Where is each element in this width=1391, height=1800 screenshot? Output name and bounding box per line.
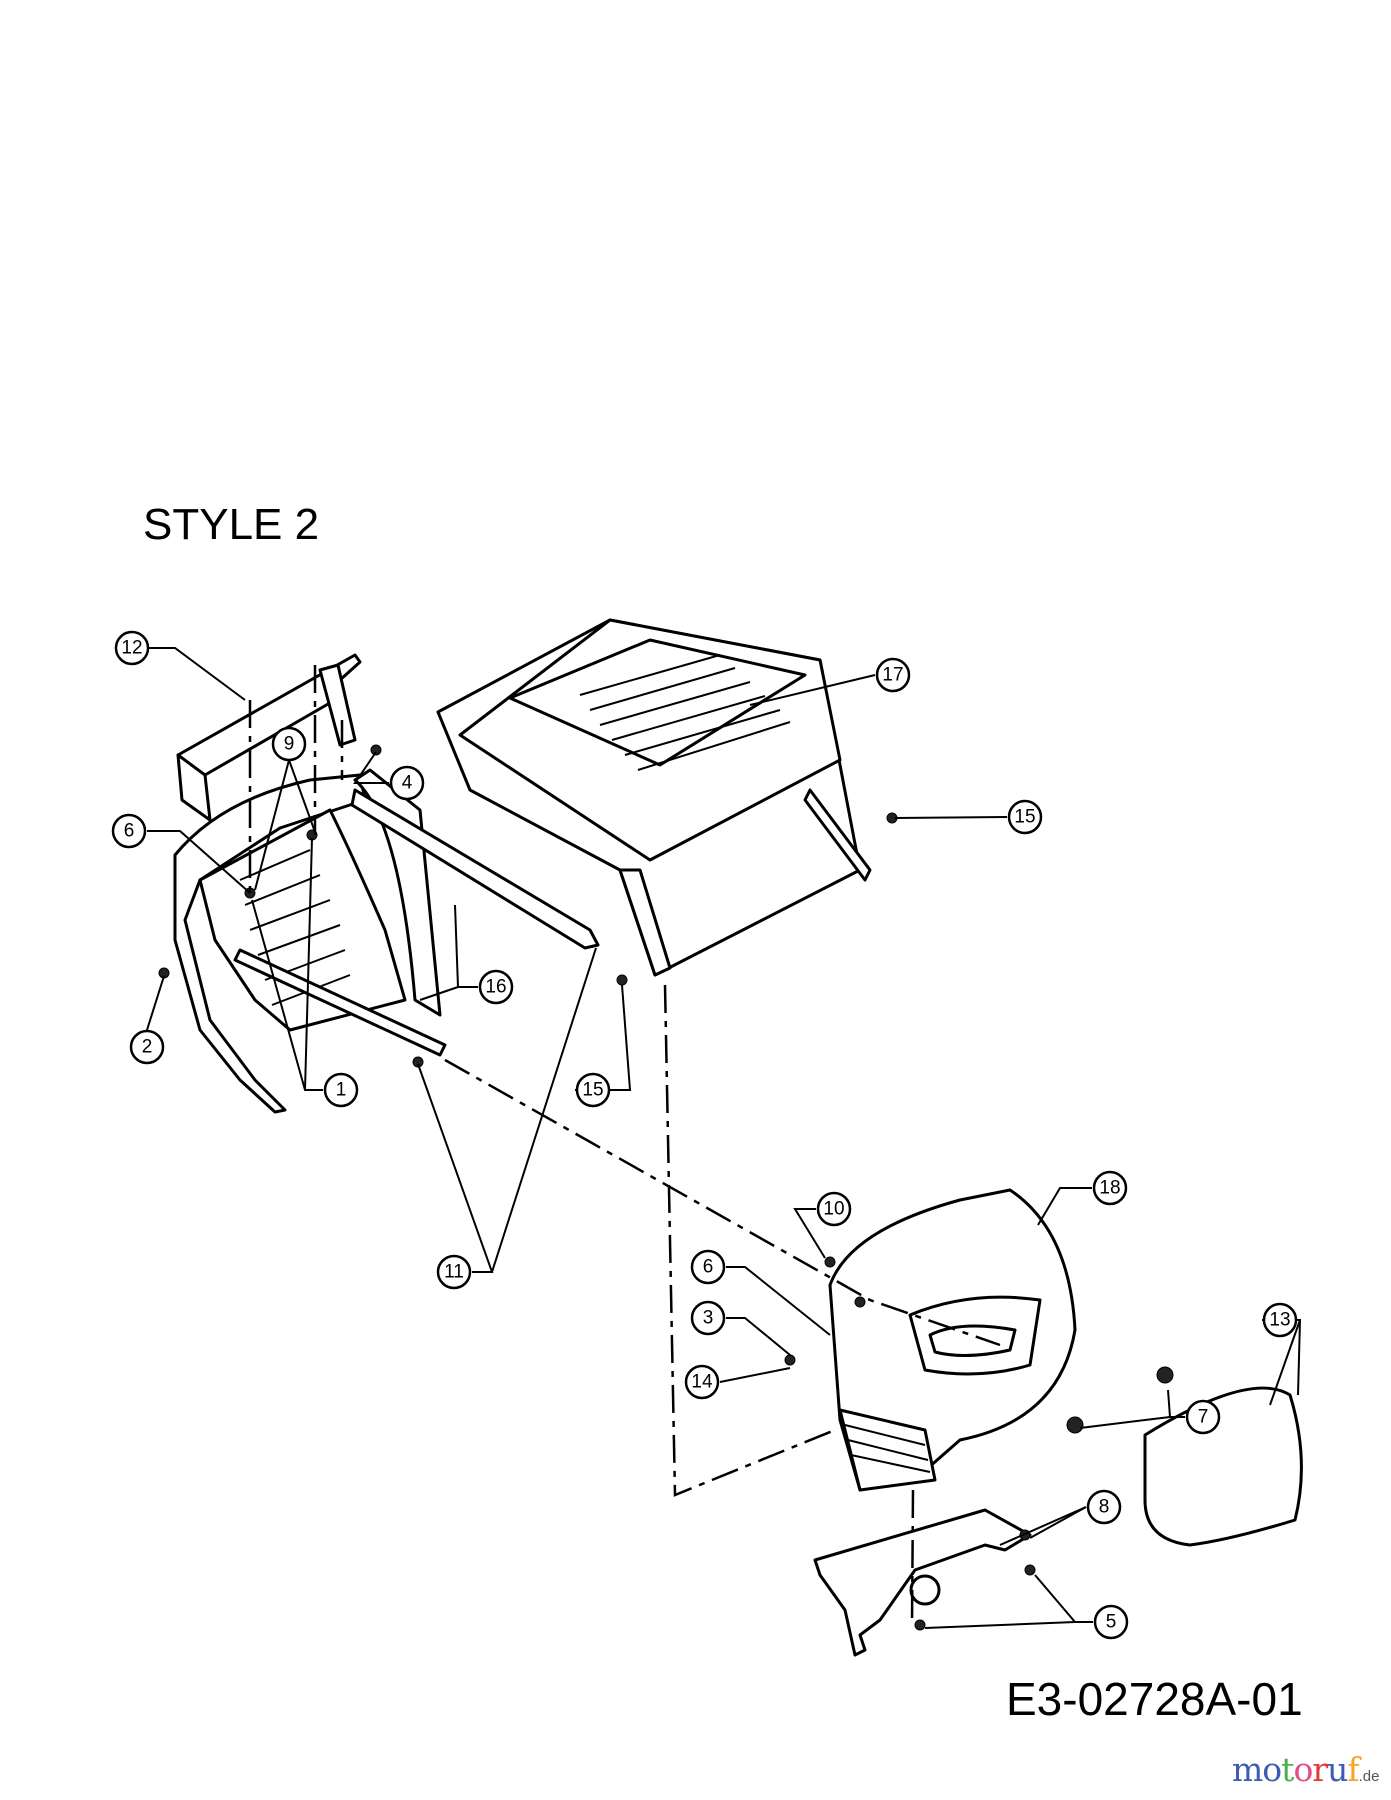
svg-text:9: 9 [284,734,295,755]
svg-text:15: 15 [1014,807,1035,828]
svg-text:18: 18 [1099,1178,1120,1199]
svg-text:13: 13 [1269,1310,1290,1331]
motoruf-logo: motoruf.de [1232,1750,1379,1789]
diagram-code: E3-02728A-01 [1006,1673,1303,1725]
svg-text:5: 5 [1106,1612,1117,1633]
callout-7: 7 [1185,1399,1221,1435]
callout-15: 15 [575,1072,611,1108]
callout-17: 17 [875,657,911,693]
svg-text:12: 12 [121,638,142,659]
svg-text:17: 17 [882,665,903,686]
logo-letter: f [1347,1750,1359,1789]
svg-text:4: 4 [402,773,413,794]
callout-3: 3 [690,1300,726,1336]
headlight-lens-part-13 [1143,1386,1303,1547]
callout-15: 15 [1007,799,1043,835]
logo-letter: m [1232,1750,1263,1789]
svg-text:14: 14 [691,1372,713,1393]
front-nose-part-18 [828,1188,1077,1492]
style-title: STYLE 2 [143,500,320,549]
callout-2: 2 [129,1029,165,1065]
hood-part-17 [436,618,872,977]
callouts: 12 9 4 6 2 1 16 17 15 15 11 18 10 6 3 14 7 13 8 5 [111,630,1298,1640]
callout-14: 14 [684,1364,720,1400]
support-rods-part-16 [233,788,600,1057]
callout-5: 5 [1093,1604,1129,1640]
logo-letter: o [1293,1750,1313,1789]
svg-text:10: 10 [823,1199,844,1220]
callout-16: 16 [478,969,514,1005]
grille-slots [239,849,351,1006]
svg-text:7: 7 [1198,1407,1209,1428]
svg-text:3: 3 [703,1308,714,1329]
assembly-lines [248,665,1001,1626]
logo-letter: r [1312,1750,1328,1789]
callout-11: 11 [436,1254,472,1290]
svg-text:6: 6 [703,1257,714,1278]
callout-8: 8 [1086,1489,1122,1525]
callout-10: 10 [816,1191,852,1227]
logo-letter: o [1262,1750,1282,1789]
leader-lines [146,647,1302,1629]
svg-text:6: 6 [124,821,135,842]
logo-letter: u [1327,1750,1348,1789]
svg-text:8: 8 [1099,1497,1110,1518]
callout-13: 13 [1262,1302,1298,1338]
callout-6: 6 [111,813,147,849]
logo-tld: .de [1358,1768,1380,1785]
svg-text:11: 11 [444,1262,464,1283]
callout-1: 1 [323,1072,359,1108]
callout-9: 9 [271,726,307,762]
callout-6: 6 [690,1249,726,1285]
callout-12: 12 [114,630,150,666]
svg-text:16: 16 [485,977,506,998]
callout-4: 4 [389,765,425,801]
mounting-bracket [813,1508,1032,1657]
svg-text:15: 15 [582,1080,603,1101]
svg-text:1: 1 [336,1080,347,1101]
logo-letter: t [1281,1750,1294,1789]
callout-18: 18 [1092,1170,1128,1206]
svg-text:2: 2 [142,1037,153,1058]
